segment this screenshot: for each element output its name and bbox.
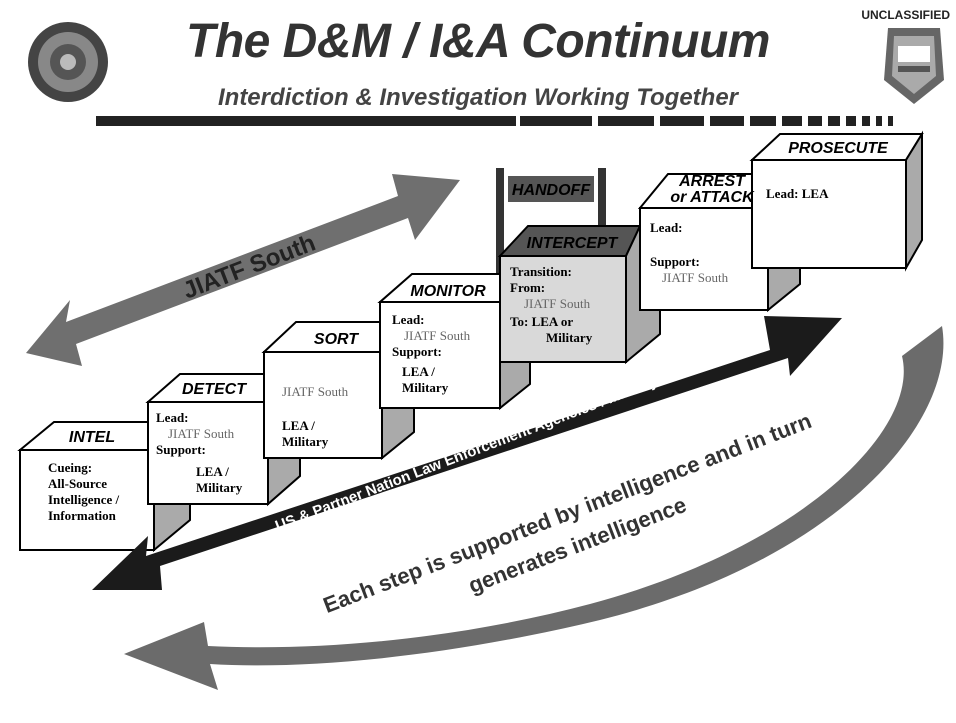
step-prosecute-title: PROSECUTE xyxy=(788,140,889,157)
prosecute-line-1: Lead: LEA xyxy=(766,186,829,201)
step-prosecute-body: Lead: LEA xyxy=(766,186,896,202)
step-intercept-body: Transition: From: JIATF South To: LEA or… xyxy=(510,264,624,346)
jiatf-south-arrow xyxy=(26,174,460,366)
step-arrest-body: Lead: Support: JIATF South xyxy=(650,220,766,286)
step-intercept-title: INTERCEPT xyxy=(527,235,619,252)
detect-line-2: JIATF South xyxy=(168,426,235,441)
detect-line-3: Support: xyxy=(156,442,206,457)
classification-marking: UNCLASSIFIED xyxy=(861,8,950,22)
intercept-line-6: Military xyxy=(546,330,593,345)
arrest-line-1: Lead: xyxy=(650,220,683,235)
intercept-line-2: From: xyxy=(510,280,546,295)
unit-badge-icon xyxy=(884,28,944,104)
page-title: The D&M / I&A Continuum xyxy=(186,15,770,68)
detect-line-1: Lead: xyxy=(156,410,189,425)
intel-line-4: Information xyxy=(48,508,116,523)
intel-line-2: All-Source xyxy=(48,476,107,491)
title-underline xyxy=(96,116,893,126)
step-prosecute xyxy=(749,130,924,272)
monitor-line-5: Military xyxy=(402,380,449,395)
monitor-line-4: LEA / xyxy=(402,364,435,379)
sort-line-3: Military xyxy=(282,434,329,449)
sort-line-1: JIATF South xyxy=(282,384,349,399)
intercept-line-3: JIATF South xyxy=(524,296,591,311)
step-intel-title: INTEL xyxy=(69,429,115,446)
handoff-label: HANDOFF xyxy=(512,182,591,199)
step-monitor-body: Lead: JIATF South Support: LEA / Militar… xyxy=(392,312,500,396)
step-sort-body: JIATF South LEA / Military xyxy=(282,384,382,450)
intercept-line-1: Transition: xyxy=(510,264,572,279)
lea-military-arrow xyxy=(92,316,842,590)
detect-line-4: LEA / xyxy=(196,464,229,479)
intel-line-1: Cueing: xyxy=(48,460,93,475)
sort-line-2: LEA / xyxy=(282,418,315,433)
jiatf-arrow-label: JIATF South xyxy=(179,229,319,304)
monitor-line-1: Lead: xyxy=(392,312,425,327)
monitor-line-2: JIATF South xyxy=(404,328,471,343)
step-arrest-title-2: or ATTACK xyxy=(670,189,755,206)
step-detect-title: DETECT xyxy=(182,381,247,398)
step-intel-body: Cueing: All-Source Intelligence / Inform… xyxy=(48,460,152,524)
intercept-line-5: LEA or xyxy=(531,314,574,329)
step-monitor-title: MONITOR xyxy=(410,283,486,300)
step-arrest xyxy=(637,173,801,313)
handoff-marker xyxy=(496,168,606,278)
step-intercept xyxy=(497,225,661,365)
intel-line-3: Intelligence / xyxy=(48,492,120,507)
arrest-line-3: JIATF South xyxy=(662,270,729,285)
step-sort-title: SORT xyxy=(314,331,359,348)
monitor-line-3: Support: xyxy=(392,344,442,359)
agency-seal-icon xyxy=(28,22,108,102)
step-detect-body: Lead: JIATF South Support: LEA / Militar… xyxy=(156,410,266,496)
step-arrest-title-1: ARREST xyxy=(678,173,746,190)
intercept-line-4: To: xyxy=(510,314,529,329)
intelligence-cycle-arrow xyxy=(124,326,944,690)
detect-line-5: Military xyxy=(196,480,243,495)
page-subtitle: Interdiction & Investigation Working Tog… xyxy=(217,84,739,111)
arrest-line-2: Support: xyxy=(650,254,700,269)
